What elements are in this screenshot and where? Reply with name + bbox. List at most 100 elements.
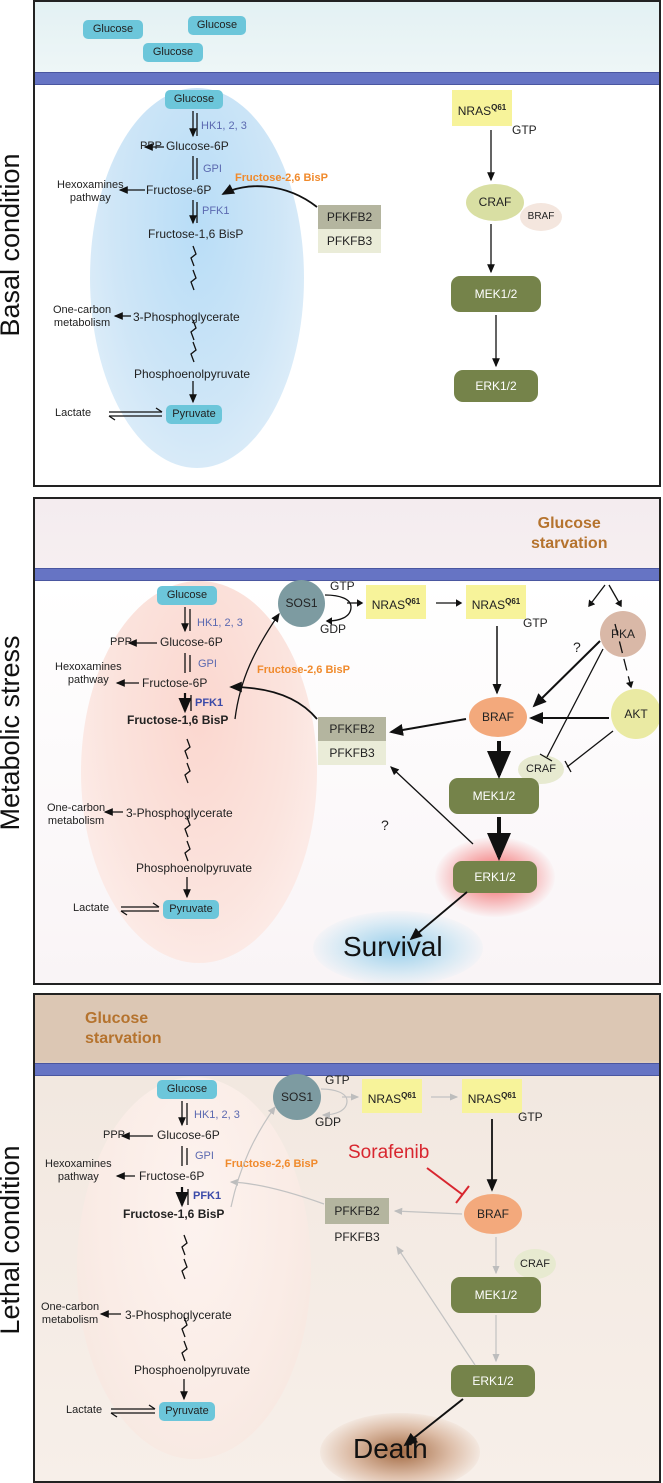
fructose-6p-label: Fructose-6P (139, 1169, 205, 1183)
cell-ellipse (77, 1077, 311, 1459)
nras-mutation: Q61 (501, 1091, 517, 1100)
sos1-node: SOS1 (278, 580, 325, 627)
braf-node: BRAF (464, 1194, 522, 1234)
glucose-pill: Glucose (143, 43, 203, 62)
nras-mutation: Q61 (401, 1091, 417, 1100)
mek-box: MEK1/2 (449, 778, 539, 814)
pfk1-label: PFK1 (193, 1190, 222, 1202)
pfkfb2-box: PFKFB2 (318, 205, 381, 229)
glucose-starvation-label: Glucose starvation (85, 1010, 162, 1047)
nras-label: NRAS (471, 598, 506, 612)
pyruvate-pill: Pyruvate (159, 1402, 215, 1421)
nras-label: NRAS (457, 104, 492, 118)
lactate-label: Lactate (55, 407, 92, 419)
fructose-26-bisp-label: Fructose-2,6 BisP (235, 172, 328, 184)
cell-ellipse (90, 88, 304, 468)
nras-mutation: Q61 (491, 103, 507, 112)
pfk1-label: PFK1 (202, 205, 230, 217)
mek-box: MEK1/2 (451, 276, 541, 312)
fructose-16-bisp-label: Fructose-1,6 BisP (123, 1207, 225, 1221)
one-carbon-label: One-carbon metabolism (47, 802, 106, 827)
basal-condition-label: Basal condition (0, 153, 25, 337)
glucose-6p-label: Glucose-6P (157, 1128, 220, 1142)
craf-node: CRAF (466, 184, 524, 221)
glucose-pill: Glucose (83, 20, 143, 39)
lactate-label: Lactate (73, 902, 110, 914)
hk-label: HK1, 2, 3 (197, 617, 243, 629)
gpi-label: GPI (198, 658, 217, 670)
glucose-6p-label: Glucose-6P (160, 635, 223, 649)
pfk1-label: PFK1 (195, 697, 224, 709)
pfkfb2-box: PFKFB2 (318, 717, 386, 741)
pfkfb3-box: PFKFB3 (334, 1230, 380, 1244)
gtp-label: GTP (518, 1110, 543, 1124)
survival-label: Survival (343, 931, 443, 962)
nras-box: NRASQ61 (466, 585, 526, 619)
glucose-pill: Glucose (188, 16, 246, 35)
fructose-26-bisp-label: Fructose-2,6 BisP (225, 1158, 318, 1170)
braf-node: BRAF (520, 203, 562, 231)
nras-mutation: Q61 (505, 597, 521, 606)
pyruvate-pill: Pyruvate (163, 900, 219, 919)
pfkfb2-box: PFKFB2 (325, 1198, 389, 1224)
gdp-label: GDP (315, 1115, 342, 1129)
survival-glow (313, 911, 483, 983)
ppp-label: PPP (103, 1129, 126, 1141)
basal-panel: Glucose Glucose Glucose Glucose HK1, 2, … (33, 0, 661, 487)
hexosamines-label: Hexoxamines pathway (57, 179, 124, 204)
gdp-label: GDP (320, 622, 347, 636)
one-carbon-label: One-carbon metabolism (53, 304, 112, 329)
pfkfb3-box: PFKFB3 (318, 741, 386, 765)
pyruvate-pill: Pyruvate (166, 405, 222, 424)
membrane (35, 1063, 659, 1076)
stress-arrows (103, 584, 634, 941)
ppp-label: PPP (110, 636, 133, 648)
hexosamines-label: Hexoxamines pathway (55, 661, 122, 686)
cell-ellipse (81, 581, 317, 963)
craf-node: CRAF (514, 1249, 556, 1279)
fructose-16-bisp-label: Fructose-1,6 BisP (148, 227, 244, 241)
fructose-26-bisp-label: Fructose-2,6 BisP (257, 664, 350, 676)
lactate-label: Lactate (66, 1404, 103, 1416)
gtp-label: GTP (523, 616, 548, 630)
question-mark: ? (573, 639, 581, 655)
question-mark: ? (381, 817, 389, 833)
mek-box: MEK1/2 (451, 1277, 541, 1313)
gtp-label: GTP (325, 1073, 350, 1087)
hexosamines-label: Hexoxamines pathway (45, 1158, 112, 1183)
gtp-label: GTP (330, 579, 355, 593)
glucose-6p-label: Glucose-6P (166, 139, 229, 153)
membrane (35, 568, 659, 581)
membrane (35, 72, 659, 85)
glucose-pill: Glucose (157, 586, 217, 605)
nras-box: NRASQ61 (462, 1079, 522, 1113)
nras-label: NRAS (371, 598, 406, 612)
fructose-6p-label: Fructose-6P (142, 676, 208, 690)
lethal-panel: Glucose starvation Glucose HK1, 2, 3 PPP… (33, 993, 661, 1483)
phosphoenolpyruvate-label: Phosphoenolpyruvate (134, 367, 251, 381)
hk-label: HK1, 2, 3 (194, 1109, 240, 1121)
glucose-pill: Glucose (157, 1080, 217, 1099)
sorafenib-label: Sorafenib (348, 1142, 430, 1163)
one-carbon-label: One-carbon metabolism (41, 1301, 100, 1326)
erk-box: ERK1/2 (454, 370, 538, 402)
gpi-label: GPI (195, 1150, 214, 1162)
nras-box: NRASQ61 (452, 90, 512, 126)
nras-label: NRAS (467, 1092, 502, 1106)
3-phosphoglycerate-label: 3-Phosphoglycerate (125, 1308, 232, 1322)
akt-node: AKT (611, 689, 659, 739)
erk-box: ERK1/2 (451, 1365, 535, 1397)
gpi-label: GPI (203, 163, 222, 175)
nras-box: NRASQ61 (366, 585, 426, 619)
3-phosphoglycerate-label: 3-Phosphoglycerate (133, 310, 240, 324)
fructose-16-bisp-label: Fructose-1,6 BisP (127, 713, 229, 727)
nras-box: NRASQ61 (362, 1079, 422, 1113)
nras-label: NRAS (367, 1092, 402, 1106)
3-phosphoglycerate-label: 3-Phosphoglycerate (126, 806, 233, 820)
stress-panel: Glucose starvation Glucose HK1, 2, 3 PPP… (33, 497, 661, 985)
fructose-6p-label: Fructose-6P (146, 183, 212, 197)
sos1-node: SOS1 (273, 1074, 321, 1120)
pfkfb3-box: PFKFB3 (318, 229, 381, 253)
metabolic-stress-label: Metabolic stress (0, 635, 25, 831)
phosphoenolpyruvate-label: Phosphoenolpyruvate (134, 1363, 251, 1377)
